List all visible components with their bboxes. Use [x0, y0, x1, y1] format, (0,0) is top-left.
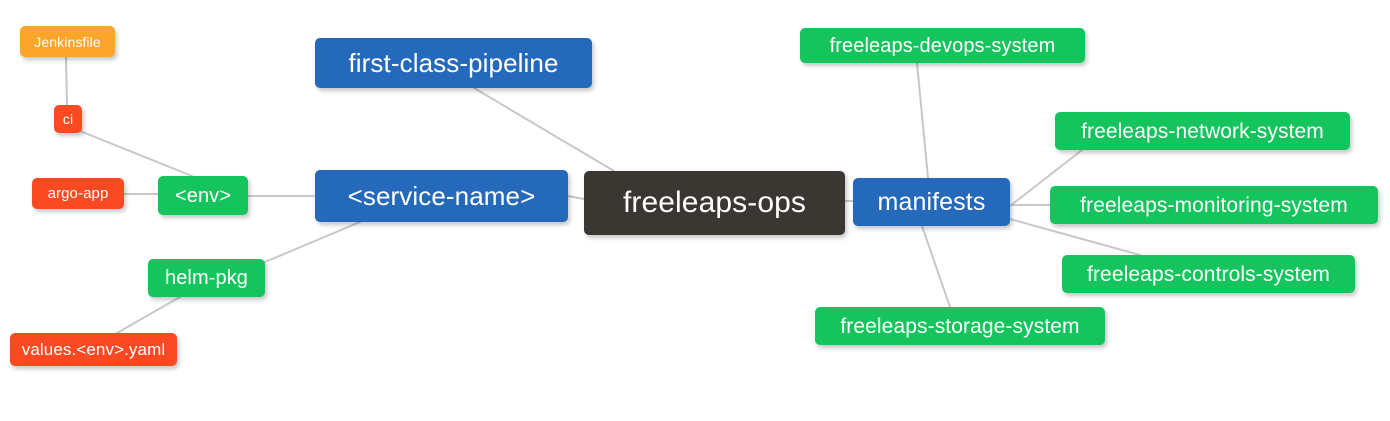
node-label: freeleaps-controls-system [1087, 262, 1330, 286]
node-label: ci [62, 111, 74, 127]
mindmap-node-helm-pkg[interactable]: helm-pkg [148, 259, 265, 297]
node-label: argo-app [47, 185, 109, 202]
edge-manifests-to-freeleaps-storage-system [921, 225, 951, 308]
edge-manifests-to-freeleaps-devops-system [916, 62, 929, 179]
mindmap-node-service-name[interactable]: <service-name> [315, 170, 568, 222]
mindmap-node-freeleaps-monitoring-system[interactable]: freeleaps-monitoring-system [1050, 186, 1378, 224]
mindmap-node-freeleaps-network-system[interactable]: freeleaps-network-system [1055, 112, 1350, 150]
mindmap-node-freeleaps-devops-system[interactable]: freeleaps-devops-system [800, 28, 1085, 63]
node-label: freeleaps-devops-system [829, 34, 1056, 57]
mindmap-node-manifests[interactable]: manifests [853, 178, 1010, 226]
mindmap-node-argo-app[interactable]: argo-app [32, 178, 124, 209]
mindmap-node-jenkinsfile[interactable]: Jenkinsfile [20, 26, 115, 57]
mindmap-node-env[interactable]: <env> [158, 176, 248, 215]
mindmap-node-values-env-yaml[interactable]: values.<env>.yaml [10, 333, 177, 366]
mindmap-node-root[interactable]: freeleaps-ops [584, 171, 845, 235]
node-label: freeleaps-network-system [1081, 119, 1324, 143]
edge-root-to-service-name [567, 195, 585, 200]
edge-service-name-to-helm-pkg [264, 221, 361, 263]
edge-manifests-to-freeleaps-controls-system [1009, 218, 1141, 256]
node-label: manifests [877, 187, 986, 216]
node-label: values.<env>.yaml [21, 340, 166, 359]
mindmap-node-ci[interactable]: ci [54, 105, 82, 133]
node-label: Jenkinsfile [34, 33, 101, 50]
node-label: freeleaps-storage-system [840, 314, 1080, 338]
mindmap-node-freeleaps-storage-system[interactable]: freeleaps-storage-system [815, 307, 1105, 345]
node-label: <service-name> [347, 181, 536, 211]
node-label: freeleaps-monitoring-system [1080, 193, 1348, 217]
mindmap-node-freeleaps-controls-system[interactable]: freeleaps-controls-system [1062, 255, 1355, 293]
mindmap-node-first-class-pipeline[interactable]: first-class-pipeline [315, 38, 592, 88]
edge-env-to-ci [79, 130, 193, 177]
edge-helm-pkg-to-values-env-yaml [116, 296, 181, 334]
edge-ci-to-jenkinsfile [65, 56, 68, 106]
edge-root-to-first-class-pipeline [473, 87, 615, 172]
node-label: <env> [174, 184, 232, 207]
node-label: freeleaps-ops [622, 186, 807, 219]
node-label: helm-pkg [164, 267, 249, 289]
node-label: first-class-pipeline [348, 48, 559, 78]
